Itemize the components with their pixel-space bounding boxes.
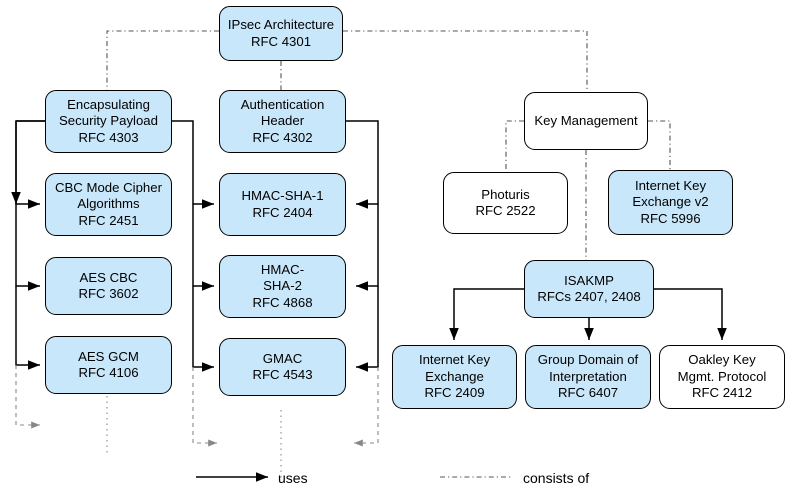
node-line-2: RFC 4543 — [252, 367, 313, 382]
node-aes-cbc[interactable]: AES CBC RFC 3602 — [45, 257, 172, 315]
node-line-1: Encapsulating — [67, 96, 150, 112]
node-ipsec-architecture[interactable]: IPsec Architecture RFC 4301 — [219, 6, 343, 61]
node-line-2: Interpretation — [549, 368, 627, 384]
node-line-3: RFC 2451 — [78, 212, 139, 228]
node-line-2: RFC 2522 — [475, 203, 536, 218]
node-line-1: GMAC — [262, 350, 303, 366]
node-line-3: RFC 6407 — [557, 385, 619, 401]
node-line-1: AES GCM — [78, 348, 139, 364]
node-line-2: Exchange — [425, 368, 484, 384]
node-line-2: RFCs 2407, 2408 — [537, 289, 641, 304]
node-line-1: AES CBC — [79, 269, 138, 285]
node-line-3: RFC 2409 — [424, 385, 485, 401]
node-line-1: Authentication — [240, 96, 325, 112]
node-authentication-header[interactable]: Authentication Header RFC 4302 — [219, 90, 346, 153]
node-gmac[interactable]: GMAC RFC 4543 — [219, 338, 346, 396]
node-line-1: ISAKMP — [564, 272, 614, 288]
node-line-2: RFC 3602 — [78, 286, 139, 301]
node-line-1: Internet Key — [634, 177, 707, 193]
node-line-1: Photuris — [481, 186, 530, 202]
node-line-2: RFC 4106 — [78, 365, 139, 380]
node-photuris[interactable]: Photuris RFC 2522 — [443, 172, 568, 234]
node-line-1: IPsec Architecture — [227, 17, 335, 32]
node-aes-gcm[interactable]: AES GCM RFC 4106 — [45, 336, 172, 394]
legend-label-consists-of: consists of — [523, 470, 590, 486]
node-line-3: RFC 2412 — [691, 385, 753, 401]
node-line-1: CBC Mode Cipher — [54, 179, 162, 195]
node-line-3: RFC 4302 — [252, 129, 313, 145]
consists-of-edges — [106, 30, 671, 260]
node-line-3: RFC 4303 — [78, 129, 139, 145]
node-line-2: RFC 4301 — [250, 33, 312, 49]
uses-edges — [11, 120, 727, 372]
node-line-1: HMAC-SHA-1 — [241, 188, 324, 203]
node-internet-key-exchange[interactable]: Internet Key Exchange RFC 2409 — [392, 345, 517, 409]
node-line-1: Internet Key — [418, 352, 491, 368]
node-line-2: Algorithms — [77, 196, 140, 212]
node-hmac-sha-2[interactable]: HMAC- SHA-2 RFC 4868 — [219, 255, 346, 318]
node-group-domain-of-interpretation[interactable]: Group Domain of Interpretation RFC 6407 — [525, 345, 651, 409]
node-line-1: Oakley Key — [688, 352, 756, 368]
node-key-management[interactable]: Key Management — [524, 92, 648, 150]
node-line-1: Group Domain of — [537, 352, 639, 368]
node-line-1: Key Management — [534, 112, 638, 128]
node-line-3: RFC 4868 — [252, 294, 313, 310]
node-line-3: RFC 5996 — [640, 210, 701, 226]
node-cbc-mode-cipher-algorithms[interactable]: CBC Mode Cipher Algorithms RFC 2451 — [45, 173, 172, 236]
node-line-2: Header — [260, 113, 305, 129]
legend-label-uses: uses — [278, 470, 308, 486]
node-line-2: RFC 2404 — [252, 204, 313, 220]
node-hmac-sha-1[interactable]: HMAC-SHA-1 RFC 2404 — [219, 173, 346, 236]
node-oakley-key-mgmt-protocol[interactable]: Oakley Key Mgmt. Protocol RFC 2412 — [659, 345, 785, 409]
node-line-1: HMAC- — [260, 261, 305, 277]
node-line-2: Mgmt. Protocol — [677, 368, 767, 384]
node-line-2: SHA-2 — [263, 278, 302, 294]
node-encapsulating-security-payload[interactable]: Encapsulating Security Payload RFC 4303 — [45, 90, 172, 153]
node-line-2: Security Payload — [59, 113, 158, 129]
node-internet-key-exchange-v2[interactable]: Internet Key Exchange v2 RFC 5996 — [608, 170, 733, 235]
faint-edges — [15, 365, 379, 480]
node-isakmp[interactable]: ISAKMP RFCs 2407, 2408 — [524, 260, 654, 318]
node-line-2: Exchange v2 — [632, 194, 709, 210]
